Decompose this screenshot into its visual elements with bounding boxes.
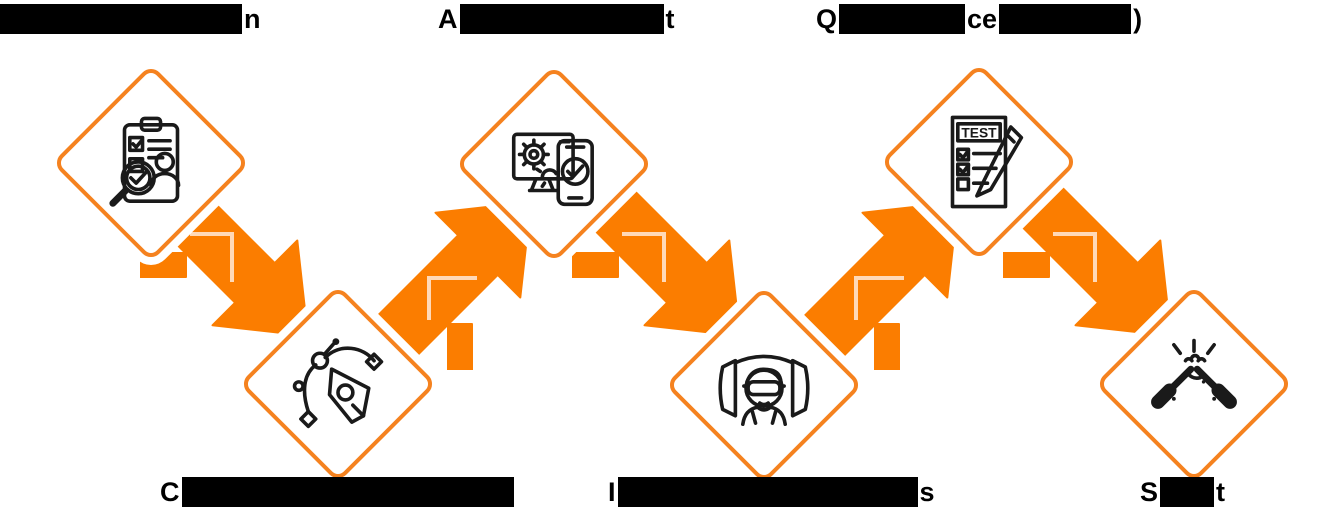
- step-diamond-requirement-analysis: [52, 64, 250, 262]
- step-label-support: S t: [1140, 477, 1225, 507]
- test-label: TEST: [961, 126, 997, 141]
- pen-tool-icon: [272, 318, 404, 450]
- flow-arrow-3-down-right: [571, 168, 772, 373]
- redaction-bar: [0, 4, 242, 34]
- vr-headset-icon: [698, 319, 830, 451]
- label-visible-text: C: [160, 477, 180, 507]
- redaction-bar: [181, 477, 514, 507]
- label-visible-text: t: [665, 4, 675, 34]
- step-diamond-testing: TEST: [880, 63, 1078, 261]
- step-diamond-design: [239, 285, 437, 483]
- label-visible-text: ): [1133, 4, 1143, 34]
- label-visible-text: t: [1216, 477, 1226, 507]
- step-label-implementation: I s: [608, 477, 935, 507]
- step-diamond-support: [1095, 285, 1293, 483]
- redaction-bar: [1160, 477, 1215, 507]
- flow-arrow-5-down-right: [1002, 168, 1203, 373]
- label-visible-text: S: [1140, 477, 1159, 507]
- label-visible-text: I: [608, 477, 616, 507]
- development-icon: [488, 98, 620, 230]
- flow-arrow-2-up-right: [363, 170, 563, 375]
- step-label-requirement-analysis: n: [0, 4, 261, 34]
- label-visible-text: A: [438, 4, 458, 34]
- step-label-testing: Q ce ): [816, 4, 1142, 34]
- label-visible-text: Q: [816, 4, 838, 34]
- redaction-bar: [999, 4, 1132, 34]
- label-visible-text: ce: [967, 4, 998, 34]
- test-checklist-icon: TEST: [913, 96, 1045, 228]
- redaction-bar: [459, 4, 664, 34]
- step-label-development: A t: [438, 4, 675, 34]
- handshake-icon: [1128, 318, 1260, 450]
- redaction-bar: [839, 4, 966, 34]
- step-label-design: C: [160, 477, 514, 507]
- step-diamond-development: [455, 65, 653, 263]
- label-visible-text: n: [244, 4, 261, 34]
- step-diamond-implementation: [665, 286, 863, 484]
- redaction-bar: [617, 477, 918, 507]
- flow-arrow-4-up-right: [790, 170, 990, 375]
- requirement-analysis-icon: [85, 97, 217, 229]
- label-visible-text: s: [919, 477, 935, 507]
